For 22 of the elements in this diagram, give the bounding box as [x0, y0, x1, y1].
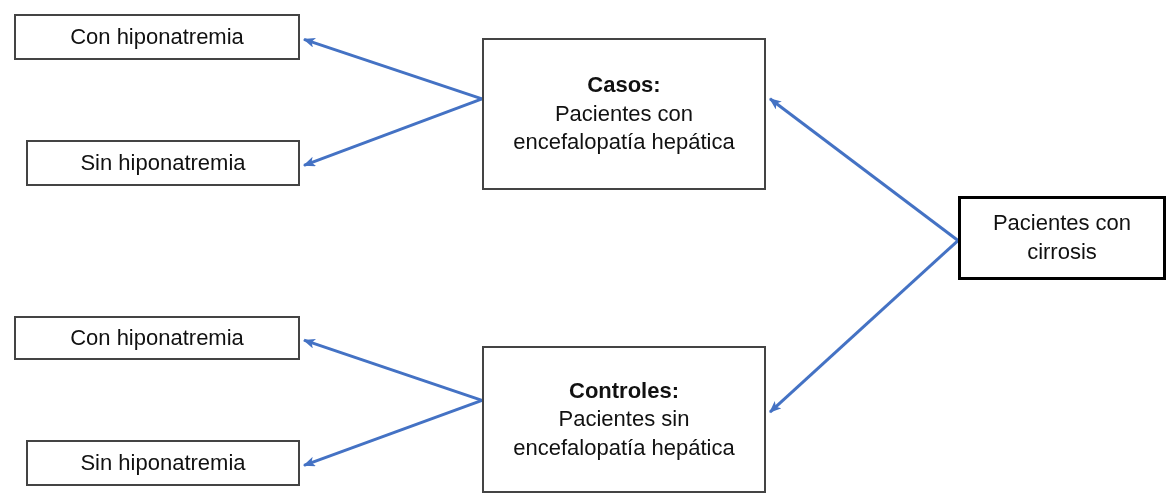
process-box	[482, 346, 766, 493]
arrow	[303, 37, 483, 101]
process-box	[26, 440, 300, 486]
arrow	[303, 338, 483, 402]
box-text: Pacientes con encefalopatía hepática	[512, 99, 736, 157]
box-text: Sin hiponatremia	[80, 448, 246, 477]
arrow	[769, 239, 959, 414]
arrow	[303, 97, 483, 167]
process-box	[958, 196, 1166, 280]
box-heading: Controles:	[569, 376, 679, 405]
box-text: Con hiponatremia	[70, 323, 244, 352]
box-text: Pacientes sin encefalopatía hepática	[512, 405, 736, 462]
box-heading: Casos:	[587, 71, 661, 100]
box-text: Pacientes con cirrosis	[991, 209, 1133, 266]
process-box	[14, 14, 300, 60]
arrow	[769, 97, 959, 242]
box-text: Con hiponatremia	[70, 22, 244, 51]
process-box	[482, 38, 766, 190]
process-box	[14, 316, 300, 360]
arrow	[303, 399, 483, 467]
box-text: Sin hiponatremia	[80, 148, 246, 177]
process-box	[26, 140, 300, 186]
